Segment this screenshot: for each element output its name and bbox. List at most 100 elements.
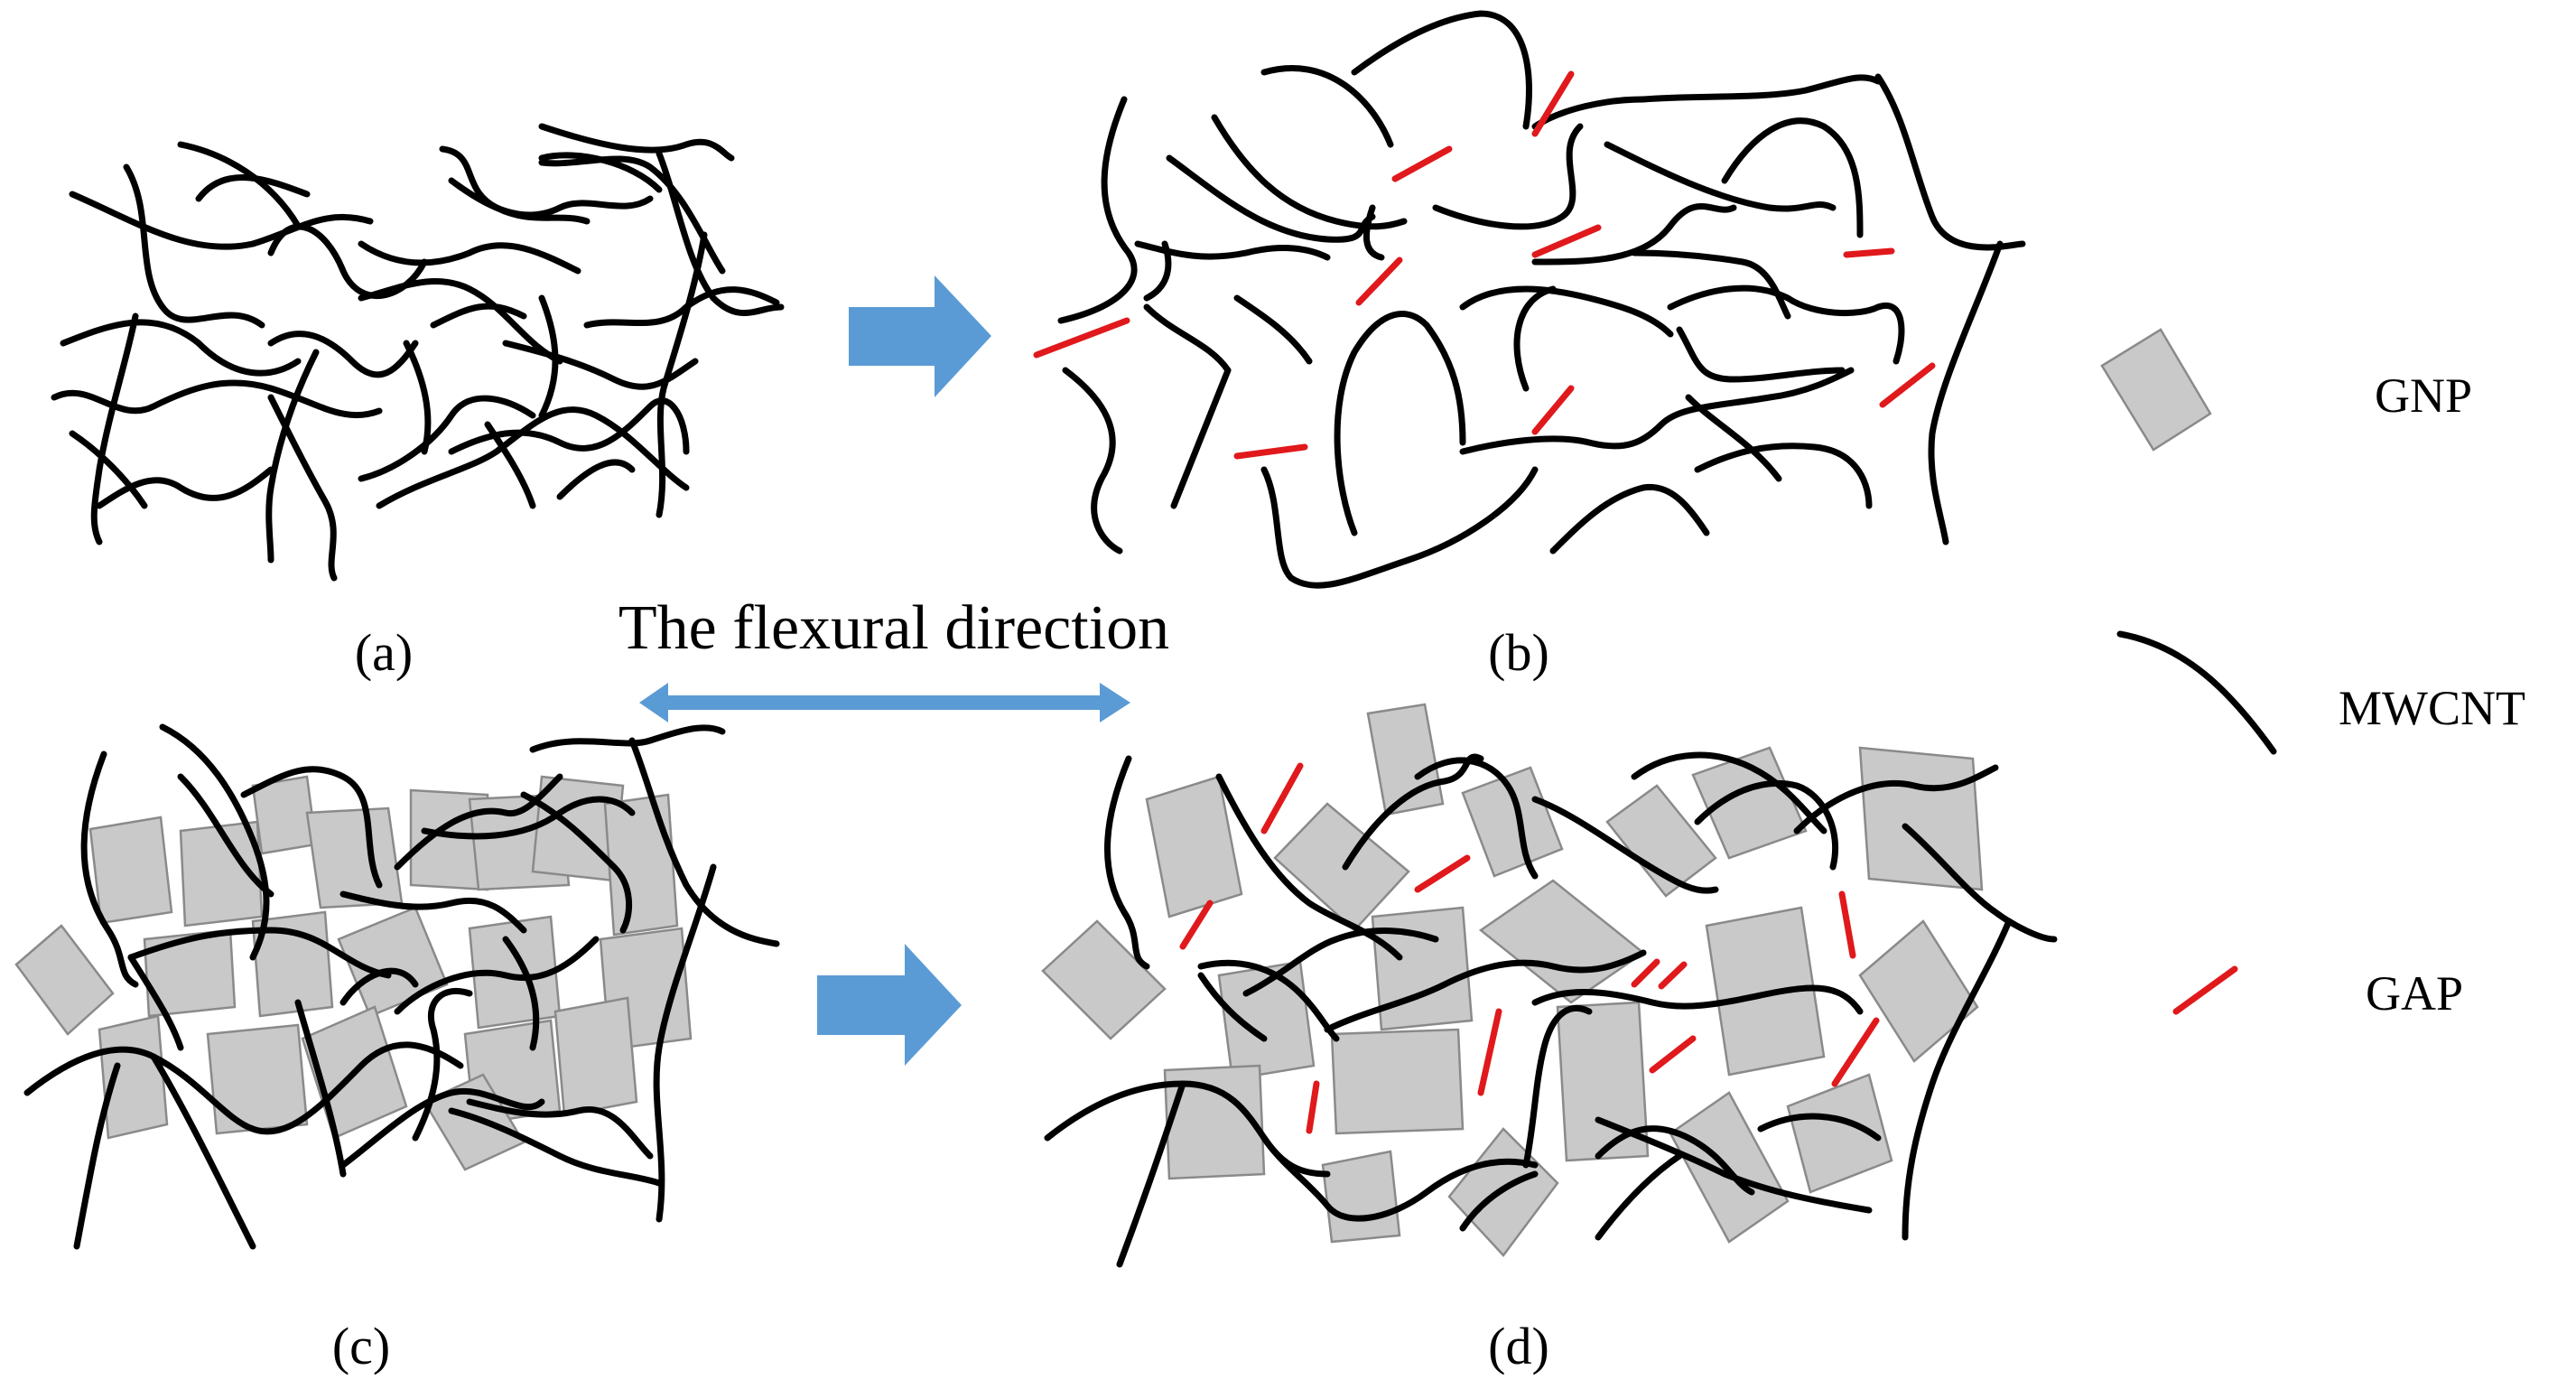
mwcnt-strand: [1362, 204, 1385, 261]
mwcnt-strand: [1902, 823, 2058, 943]
mwcnt-strand: [1143, 303, 1232, 374]
panel-d-gaps: [1179, 762, 1880, 1134]
mwcnt-strand: [23, 1041, 464, 1135]
gap-mark: [1306, 1080, 1320, 1134]
mwcnt-strand: [1116, 1080, 1186, 1268]
panel-c-gnps: [14, 775, 693, 1171]
mwcnt-strand: [403, 340, 432, 455]
mwcnt-strand: [1667, 284, 1905, 365]
mwcnt-strand: [1757, 1113, 1882, 1142]
gnp-platelet: [305, 806, 404, 909]
mwcnt-strand: [1170, 367, 1232, 509]
mwcnt-strand: [653, 863, 717, 1223]
mwcnt-strand: [1459, 367, 1855, 455]
mwcnt-strand: [51, 379, 383, 419]
gnp-platelet: [143, 928, 237, 1018]
gnp-platelet: [1461, 766, 1564, 878]
mwcnt-strand: [177, 773, 274, 898]
mwcnt-strand: [1211, 114, 1408, 230]
mwcnt-strand: [1595, 1152, 1683, 1241]
mwcnt-strand: [1604, 141, 1837, 212]
mwcnt-strand: [1432, 123, 1584, 230]
mwcnt-strand: [1104, 755, 1150, 970]
legend: GNP MWCNT GAP: [2100, 328, 2525, 1021]
mwcnt-strand: [73, 1062, 121, 1250]
mwcnt-strand: [127, 927, 392, 979]
mwcnt-strand: [195, 174, 311, 202]
panel-a-label: (a): [355, 623, 413, 682]
gnp-platelet: [1145, 775, 1243, 918]
mwcnt-strand: [412, 987, 473, 1142]
panel-b-network: [1057, 10, 2026, 589]
mwcnt-strand: [1595, 1116, 1873, 1214]
panel-d-label: (d): [1488, 1317, 1549, 1375]
gnp-platelet: [1858, 919, 1979, 1063]
gnp-platelet: [1858, 746, 1984, 891]
gap-mark: [1649, 1035, 1697, 1074]
mwcnt-strand: [484, 421, 536, 509]
mwcnt-strand: [1531, 203, 1737, 266]
gnp-platelet: [553, 996, 638, 1117]
legend-label-gap: GAP: [2366, 966, 2463, 1021]
gap-mark: [1838, 890, 1856, 959]
mwcnt-strand: [529, 724, 726, 753]
mwcnt-strand: [1057, 96, 1138, 324]
mwcnt-strand: [1233, 294, 1313, 365]
mwcnt-strand: [430, 303, 527, 329]
gnp-platelet: [1605, 784, 1717, 898]
mwcnt-strand: [1143, 240, 1172, 302]
mwcnt-strand: [1793, 764, 1999, 834]
mwcnt-swatch-icon: [2116, 630, 2277, 755]
gap-mark: [1531, 385, 1575, 435]
legend-item-gap: GAP: [2172, 965, 2463, 1021]
gnp-platelet: [206, 1023, 309, 1135]
mwcnt-strand: [60, 319, 302, 377]
mwcnt-strand: [358, 277, 563, 365]
mwcnt-strand: [1522, 1004, 1593, 1169]
gap-mark: [1879, 362, 1936, 408]
gnp-platelet: [179, 820, 264, 928]
mwcnt-strand: [656, 150, 785, 316]
gap-mark: [1477, 1008, 1502, 1096]
transition-arrow-bottom: [817, 944, 962, 1066]
gnp-platelet: [98, 1014, 169, 1140]
gap-mark: [1631, 958, 1660, 988]
mwcnt-strand: [1062, 367, 1123, 555]
legend-item-mwcnt: MWCNT: [2116, 630, 2525, 755]
panel-d-gnps: [1041, 703, 1984, 1257]
mwcnt-strand: [127, 954, 184, 1051]
mwcnt-strand: [1694, 443, 1873, 509]
legend-label-gnp: GNP: [2375, 368, 2472, 423]
mwcnt-strand: [1334, 311, 1466, 536]
mwcnt-strand: [96, 466, 274, 509]
mwcnt-strand: [358, 240, 581, 275]
gap-swatch-icon: [2172, 965, 2238, 1015]
mwcnt-strand: [69, 191, 374, 250]
mwcnt-strand: [1197, 972, 1268, 1042]
mwcnt-strand: [294, 999, 347, 1178]
mwcnt-strand: [1459, 285, 1674, 338]
mwcnt-strand: [1694, 779, 1839, 871]
mwcnt-strand: [394, 936, 600, 1015]
gnp-platelet: [1478, 879, 1646, 1004]
mwcnt-strand: [267, 331, 419, 378]
mwcnt-strand: [1902, 918, 2013, 1241]
mwcnt-strand: [339, 967, 419, 1006]
mwcnt-strand: [502, 340, 699, 390]
mwcnt-strand: [1640, 74, 1882, 103]
gnp-platelet: [1163, 1064, 1266, 1180]
mwcnt-strand: [265, 349, 320, 564]
mwcnt-strand: [267, 394, 338, 582]
mwcnt-strand: [502, 936, 540, 1051]
mwcnt-strand: [177, 141, 302, 229]
mwcnt-strand: [150, 1053, 256, 1250]
gnp-platelet: [603, 793, 679, 937]
mwcnt-strand: [538, 294, 559, 419]
gnp-platelet: [1691, 746, 1808, 860]
mwcnt-strand: [448, 177, 654, 219]
mwcnt-strand: [1197, 959, 1340, 1042]
gap-mark: [1843, 247, 1895, 258]
panel-d-network: [1044, 751, 2058, 1268]
gap-mark: [1033, 317, 1130, 359]
